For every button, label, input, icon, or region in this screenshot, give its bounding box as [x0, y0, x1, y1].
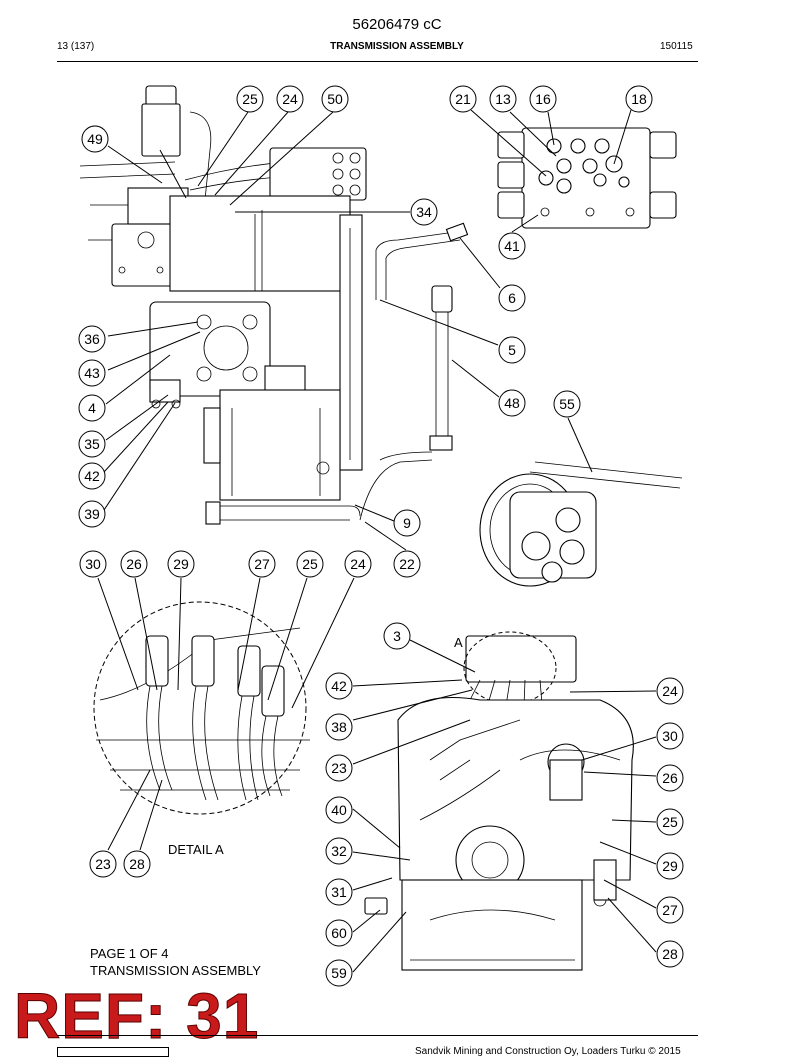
callout-26: 26: [126, 556, 142, 572]
callout-50: 50: [327, 91, 343, 107]
detail-a-label: DETAIL A: [168, 842, 224, 857]
callout-24: 24: [282, 91, 298, 107]
callout-32: 32: [331, 843, 347, 859]
detail-a-marker: A: [454, 635, 463, 650]
callout-9: 9: [403, 515, 411, 531]
callout-13: 13: [495, 91, 511, 107]
copyright-text: Sandvik Mining and Construction Oy, Load…: [415, 1046, 681, 1057]
callout-26: 26: [662, 770, 678, 786]
callout-59: 59: [331, 965, 347, 981]
callout-29: 29: [173, 556, 189, 572]
callout-28: 28: [662, 946, 678, 962]
ref-stamp: REF: 31: [13, 980, 260, 1052]
callout-4: 4: [88, 400, 96, 416]
transmission-top-view: [79, 85, 367, 525]
callout-25: 25: [302, 556, 318, 572]
leader-lines: [97, 109, 657, 973]
callout-55: 55: [559, 396, 575, 412]
callout-60: 60: [331, 925, 347, 941]
callout-48: 48: [504, 395, 520, 411]
header-rule: [57, 61, 698, 62]
callout-21: 21: [455, 91, 471, 107]
drawing-title: TRANSMISSION ASSEMBLY: [90, 963, 261, 978]
callout-30: 30: [662, 728, 678, 744]
callout-25: 25: [242, 91, 258, 107]
callouts-bottom: 3 42 24 38 30 23 26 40 25 32 29 31 27 60…: [325, 622, 684, 987]
section-title: TRANSMISSION ASSEMBLY: [330, 41, 464, 52]
callout-34: 34: [416, 204, 432, 220]
callout-30: 30: [85, 556, 101, 572]
callout-3: 3: [393, 628, 401, 644]
callout-31: 31: [331, 884, 347, 900]
callout-23: 23: [331, 760, 347, 776]
brand-logo-box: [57, 1047, 169, 1057]
callout-39: 39: [84, 506, 100, 522]
callouts-top: 25 24 50 21 13 16 18 49 34 41 6 36 5 43 …: [78, 85, 653, 578]
callouts-detail-a: 30 26 29 27 25 24 23 28: [79, 550, 372, 878]
manifold-block: [497, 127, 677, 229]
callout-36: 36: [84, 331, 100, 347]
callout-23: 23: [95, 856, 111, 872]
callout-24: 24: [350, 556, 366, 572]
transmission-bottom-view: [364, 631, 634, 971]
callout-29: 29: [662, 858, 678, 874]
callout-27: 27: [662, 902, 678, 918]
callout-6: 6: [508, 290, 516, 306]
callout-5: 5: [508, 342, 516, 358]
callout-18: 18: [631, 91, 647, 107]
page-of-label: PAGE 1 OF 4: [90, 946, 169, 961]
callout-42: 42: [331, 678, 347, 694]
detail-a-view: [93, 601, 310, 815]
callout-28: 28: [129, 856, 145, 872]
page-reference: 13 (137): [57, 41, 95, 52]
callout-25: 25: [662, 814, 678, 830]
callout-16: 16: [535, 91, 551, 107]
callout-43: 43: [84, 365, 100, 381]
date-code: 150115: [660, 41, 693, 52]
callout-22: 22: [399, 556, 415, 572]
callout-40: 40: [331, 802, 347, 818]
motor-55: [479, 461, 683, 587]
callout-35: 35: [84, 436, 100, 452]
callout-24: 24: [662, 683, 678, 699]
callout-49: 49: [87, 131, 103, 147]
callout-27: 27: [254, 556, 270, 572]
callout-38: 38: [331, 719, 347, 735]
footer-rule: [57, 1035, 698, 1036]
callout-41: 41: [504, 238, 520, 254]
callout-42: 42: [84, 468, 100, 484]
document-id: 56206479 cC: [352, 16, 442, 33]
